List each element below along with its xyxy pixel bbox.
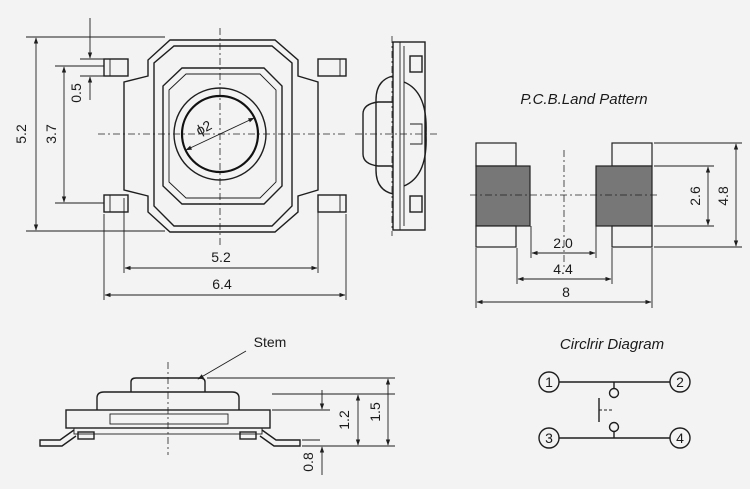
top-view-body-outline <box>123 39 319 233</box>
end-view-lead-bottom <box>409 195 423 213</box>
dim-total-width-label: 6.4 <box>212 276 232 292</box>
end-view-body <box>392 41 426 231</box>
dim-height-outer-label: 5.2 <box>13 124 29 144</box>
end-view-cap <box>375 75 394 195</box>
pin-4-label: 4 <box>676 430 684 446</box>
side-view-lead-right <box>259 429 301 447</box>
dim-pattern-height-label: 4.8 <box>715 186 731 206</box>
pin-1-circle <box>538 371 560 393</box>
end-view-stem <box>362 101 393 167</box>
dim-outer-span-label: 8 <box>562 284 570 300</box>
pin-3-label: 3 <box>545 430 553 446</box>
top-view: ϕ2 5.2 3.7 0.5 5.2 6.4 <box>13 18 347 300</box>
dim-body-width-label: 5.2 <box>211 249 231 265</box>
pad-left-bottom <box>475 225 517 248</box>
top-view-cap-inner <box>168 73 277 199</box>
dim-inner-span-label: 4.4 <box>553 261 573 277</box>
dim-lead-width-label: 0.5 <box>68 83 84 103</box>
stem-label: Stem <box>254 334 287 350</box>
pin-1-label: 1 <box>545 374 553 390</box>
dim-height-inner-label: 3.7 <box>43 124 59 144</box>
circuit-title: Circlrir Diagram <box>560 336 664 353</box>
stem-diameter-dimension-line <box>185 117 255 151</box>
dim-standoff-label: 0.8 <box>300 452 316 472</box>
pin-2-circle <box>669 371 691 393</box>
end-view-lead-top <box>409 55 423 73</box>
dim-body-height-label: 1.2 <box>336 410 352 430</box>
pad-left-top <box>475 142 517 167</box>
top-view-cap-outline <box>162 67 283 205</box>
land-pattern-title: P.C.B.Land Pattern <box>520 91 647 108</box>
dim-pad-height-label: 2.6 <box>687 186 703 206</box>
pin-4-circle <box>669 427 691 449</box>
pad-right-main <box>595 165 653 227</box>
top-view-leads <box>103 58 347 213</box>
pin-3-circle <box>538 427 560 449</box>
top-view-body-frame <box>153 45 293 227</box>
switch-contact-top <box>608 387 620 399</box>
end-view <box>355 36 440 236</box>
land-pattern: P.C.B.Land Pattern 2.0 4.4 8 2.6 4.8 <box>470 91 742 308</box>
side-view-lead-left <box>39 429 77 447</box>
stem-leader-line <box>197 350 247 380</box>
pad-right-top <box>611 142 653 167</box>
dim-total-height-label: 1.5 <box>367 402 383 422</box>
dim-gap-label: 2.0 <box>553 235 573 251</box>
stem-diameter-label: ϕ2 <box>193 117 214 139</box>
pad-right-bottom <box>611 225 653 248</box>
circuit-diagram: Circlrir Diagram 1 2 3 4 <box>538 336 691 449</box>
switch-contact-bottom <box>608 421 620 433</box>
side-view: Stem 1.5 1.2 0.8 <box>39 334 395 475</box>
pin-2-label: 2 <box>676 374 684 390</box>
pad-left-main <box>475 165 531 227</box>
